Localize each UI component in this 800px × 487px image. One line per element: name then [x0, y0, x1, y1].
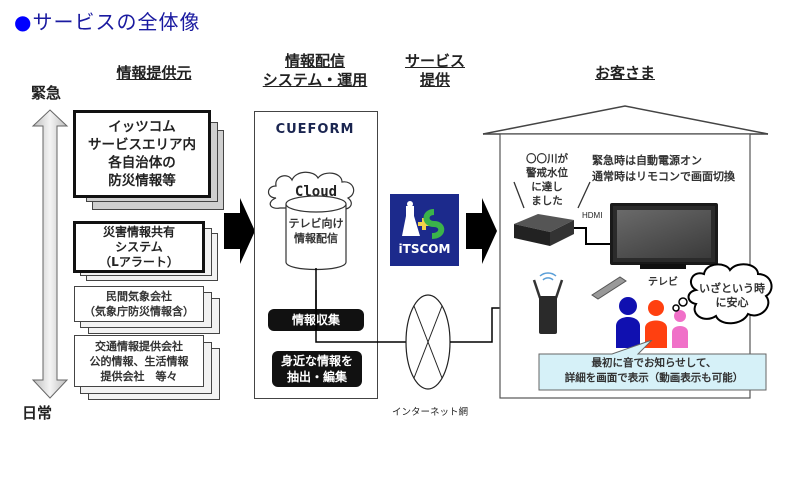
remote-control-icon — [591, 276, 627, 300]
provider-box-2: 災害情報共有 システム （Lアラート） — [73, 221, 205, 273]
provider-box-3: 民間気象会社 （気象庁防災情報含） — [74, 286, 204, 322]
urgency-arrow — [31, 109, 69, 399]
tv-stand — [640, 264, 686, 269]
internet-label: インターネット網 — [391, 407, 468, 418]
alert-speech-line: 警戒水位 — [526, 167, 568, 179]
thought-line: いざという時 — [699, 282, 765, 295]
provider-4-line: 公的情報、生活情報 — [89, 354, 189, 368]
provider-2-line: 災害情報共有 — [102, 224, 175, 239]
network-diagram — [315, 290, 508, 390]
provider-3-line: 民間気象会社 — [106, 290, 172, 303]
header-service-line1: サービス — [404, 52, 465, 70]
cueform-logo: CUEFORM — [275, 122, 355, 137]
power-note-line: 緊急時は自動電源オン — [592, 154, 702, 167]
system-cloud-db-diagram — [267, 171, 355, 318]
cloud-label: Cloud — [294, 184, 338, 200]
itscom-logo-text: iTSCOM — [398, 242, 451, 256]
title-text: サービスの全体像 — [32, 10, 201, 34]
alert-speech-line: ました — [531, 195, 563, 207]
extract-line: 身近な情報を — [280, 354, 353, 368]
callout-line: 詳細を画面で表示（動画表示も可能） — [564, 372, 744, 384]
provider-4-line: 交通情報提供会社 — [95, 339, 183, 353]
page-title: ●サービスの全体像 — [14, 6, 200, 35]
person-1 — [619, 297, 637, 315]
db-label: テレビ向け 情報配信 — [286, 216, 346, 246]
urgency-bottom-label: 日常 — [22, 404, 53, 422]
thought-text: いざという時 に安心 — [690, 282, 774, 310]
person-3 — [674, 310, 686, 322]
provider-1-line: サービスエリア内 — [88, 137, 196, 153]
provider-1-line: イッツコム — [108, 119, 176, 135]
header-customer: お客さま — [594, 64, 655, 82]
alert-speech-line: に達し — [531, 181, 563, 193]
callout-text: 最初に音でお知らせして、 詳細を画面で表示（動画表示も可能） — [540, 356, 768, 386]
family-icon — [616, 297, 688, 348]
tv-label: テレビ — [648, 277, 678, 288]
db-label-line: 情報配信 — [294, 232, 338, 245]
title-bullet: ● — [14, 10, 33, 34]
person-2 — [648, 300, 664, 316]
header-system: 情報配信 システム・運用 — [245, 52, 385, 90]
hdmi-cable — [574, 227, 612, 245]
flow-arrow-1 — [224, 198, 255, 264]
header-system-line2: システム・運用 — [262, 71, 368, 89]
provider-2-line: システム — [115, 239, 163, 254]
hdmi-label: HDMI — [582, 211, 603, 220]
provider-4-line: 提供会社 等々 — [100, 369, 178, 383]
provider-3-line: （気象庁防災情報含） — [84, 305, 194, 318]
alert-speech: 〇〇川が 警戒水位 に達し ました — [522, 152, 572, 208]
speech-lines — [513, 181, 591, 209]
db-label-line: テレビ向け — [288, 217, 344, 230]
set-top-box-icon — [514, 214, 574, 246]
flow-arrow-2 — [466, 198, 497, 264]
provider-box-4: 交通情報提供会社 公的情報、生活情報 提供会社 等々 — [74, 335, 204, 387]
provider-2-line: （Lアラート） — [99, 254, 179, 269]
callout-line: 最初に音でお知らせして、 — [591, 357, 717, 369]
power-note-line: 通常時はリモコンで画面切換 — [592, 170, 735, 183]
header-providers: 情報提供元 — [116, 64, 192, 82]
extract-line: 抽出・編集 — [286, 370, 347, 384]
thought-bubble — [672, 263, 773, 325]
wifi-router-icon — [532, 272, 564, 334]
provider-1-line: 各自治体の — [108, 155, 176, 171]
header-system-line1: 情報配信 — [284, 52, 345, 70]
thought-line: に安心 — [715, 296, 749, 309]
callout-box — [538, 340, 767, 391]
header-service-line2: 提供 — [419, 71, 450, 89]
itscom-mascot-icon — [402, 201, 445, 239]
itscom-logo: iTSCOM — [390, 194, 459, 266]
tv-icon — [610, 203, 718, 265]
provider-box-1: イッツコム サービスエリア内 各自治体の 防災情報等 — [73, 110, 211, 198]
extract-edit-label: 身近な情報を 抽出・編集 — [272, 351, 362, 387]
provider-1-line: 防災情報等 — [108, 173, 176, 189]
header-service: サービス 提供 — [395, 52, 475, 90]
urgency-top-label: 緊急 — [31, 84, 62, 102]
alert-speech-line: 〇〇川が — [526, 153, 568, 165]
power-note: 緊急時は自動電源オン 通常時はリモコンで画面切換 — [592, 153, 782, 185]
